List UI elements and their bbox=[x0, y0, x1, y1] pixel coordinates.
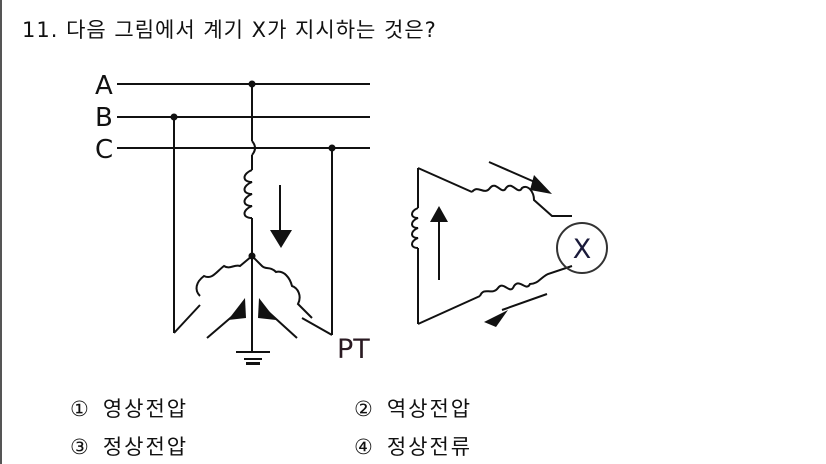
line-label-b: B bbox=[95, 103, 113, 133]
choice-1-number: ① bbox=[70, 397, 91, 421]
question-body: 다음 그림에서 계기 X가 지시하는 것은? bbox=[66, 18, 437, 42]
line-label-a: A bbox=[95, 71, 113, 101]
line-label-c: C bbox=[95, 135, 113, 165]
question-text: 11. 다음 그림에서 계기 X가 지시하는 것은? bbox=[22, 14, 437, 44]
choice-2-text: 역상전압 bbox=[386, 397, 473, 421]
pt-label: PT bbox=[337, 334, 370, 365]
choice-3[interactable]: ③ 정상전압 bbox=[70, 431, 188, 461]
choice-2-number: ② bbox=[354, 397, 375, 421]
question-number: 11. bbox=[22, 18, 59, 42]
choice-4-number: ④ bbox=[354, 435, 375, 459]
choice-3-number: ③ bbox=[70, 435, 91, 459]
choice-1-text: 영상전압 bbox=[102, 397, 189, 421]
choice-2[interactable]: ② 역상전압 bbox=[354, 393, 472, 423]
choice-4[interactable]: ④ 정상전류 bbox=[354, 431, 472, 461]
meter-x-label: X bbox=[573, 234, 592, 265]
choice-1[interactable]: ① 영상전압 bbox=[70, 393, 188, 423]
choice-3-text: 정상전압 bbox=[102, 435, 189, 459]
choice-4-text: 정상전류 bbox=[386, 435, 473, 459]
